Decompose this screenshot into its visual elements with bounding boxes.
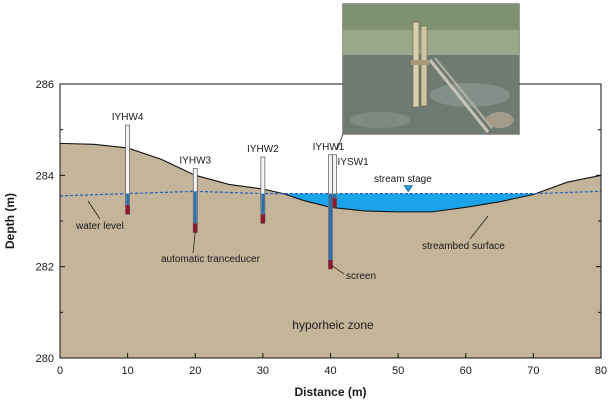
streambed-surface-label: streambed surface — [422, 241, 505, 252]
water-level-leader — [87, 200, 101, 220]
ground-surface-line — [59, 142, 602, 213]
hyporheic-zone-label: hyporheic zone — [292, 318, 374, 332]
well-screen — [125, 205, 130, 215]
y-tick-label: 286 — [36, 79, 54, 91]
well-screen — [328, 259, 333, 269]
x-tick-label: 10 — [122, 365, 134, 377]
y-tick-label: 282 — [36, 262, 54, 274]
well-water — [329, 193, 332, 260]
well-label: IYHW4 — [112, 112, 144, 123]
x-tick-label: 70 — [527, 365, 539, 377]
y-tick-label: 284 — [36, 170, 54, 182]
x-axis-title: Distance (m) — [294, 385, 366, 399]
x-tick-label: 20 — [189, 365, 201, 377]
stream-stage-label: stream stage — [374, 174, 432, 185]
y-axis-title: Depth (m) — [3, 193, 17, 249]
x-tick-label: 60 — [460, 365, 472, 377]
screen-label: screen — [346, 271, 376, 282]
well-label: IYSW1 — [338, 157, 370, 168]
x-tick-label: 30 — [257, 365, 269, 377]
transducer-label: automatic tranceducer — [161, 254, 261, 265]
well-screen — [260, 214, 265, 224]
x-tick-label: 80 — [595, 365, 607, 377]
screen-leader — [332, 265, 345, 275]
well-water — [333, 193, 337, 199]
stream-water — [283, 193, 541, 212]
well-label: IYHW1 — [313, 142, 345, 153]
x-tick-label: 40 — [324, 365, 336, 377]
well-water — [193, 191, 197, 224]
stream-stage-marker — [403, 185, 414, 193]
water-level-label: water level — [75, 221, 124, 232]
well-label: IYHW2 — [247, 144, 279, 155]
site-photo — [342, 3, 520, 135]
well-water — [126, 193, 130, 206]
y-tick-label: 280 — [36, 353, 54, 365]
well-screen — [193, 223, 198, 233]
x-tick-label: 50 — [392, 365, 404, 377]
well-water — [261, 193, 265, 215]
photo-pointer-line — [336, 133, 344, 151]
streambed-leader — [469, 215, 489, 240]
well-label: IYHW3 — [179, 155, 211, 166]
x-tick-label: 0 — [57, 365, 63, 377]
well-screen — [332, 198, 337, 208]
transducer-leader — [192, 231, 196, 254]
